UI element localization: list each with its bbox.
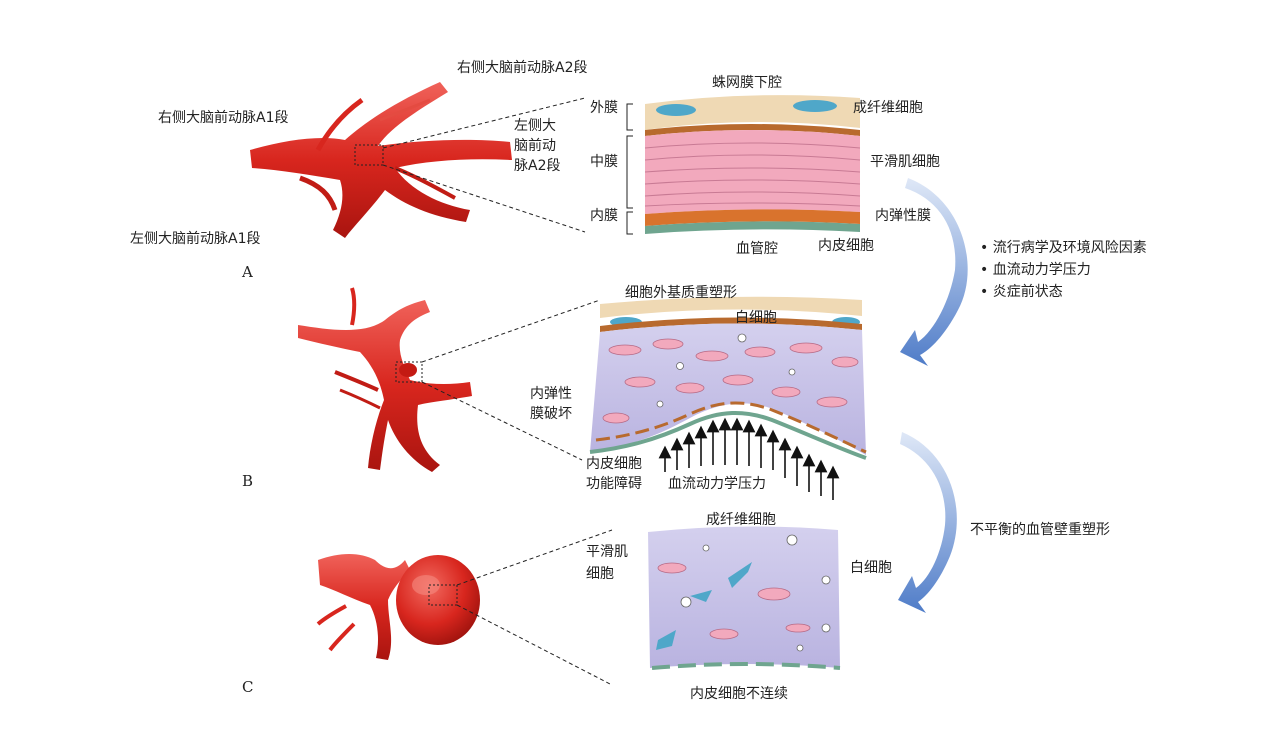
- endothelial-label-a: 内皮细胞: [818, 238, 874, 254]
- subarachnoid-label: 蛛网膜下腔: [712, 75, 782, 91]
- artery-aneurysm-c: C: [242, 529, 613, 696]
- endothelial-dysfunction-line1: 内皮细胞: [586, 456, 642, 472]
- smooth-muscle-label-a: 平滑肌细胞: [870, 153, 940, 170]
- left-a2-label-line1: 左侧大: [514, 118, 556, 134]
- hemodynamic-arrows: [658, 417, 840, 500]
- smooth-muscle-label-c-line2: 细胞: [586, 566, 614, 582]
- aneurysm-sac: [396, 555, 480, 645]
- media-label: 中膜: [590, 154, 618, 170]
- zoom-box-c: [428, 584, 458, 606]
- zoom-box-b: [395, 361, 423, 383]
- lumen-label: 血管腔: [736, 241, 778, 257]
- right-a2-label: 右侧大脑前动脉A2段: [457, 59, 587, 76]
- adventitia-label: 外膜: [590, 100, 618, 116]
- panel-c-letter: C: [242, 678, 253, 696]
- leukocyte-label-c: 白细胞: [850, 560, 892, 576]
- left-a2-label-line2: 脑前动: [514, 137, 556, 154]
- zoom-box-a: [354, 144, 384, 166]
- progression-arrow-1: [900, 178, 968, 366]
- left-a2-label-line3: 脉A2段: [514, 158, 560, 174]
- vessel-wall-normal: 蛛网膜下腔 外膜 成纤维细胞 中膜 平滑肌细胞 内膜 内弹性膜 血管腔 内皮细胞: [590, 75, 940, 257]
- artery-bifurcation-a: 右侧大脑前动脉A2段 右侧大脑前动脉A1段 左侧大 脑前动 脉A2段 左侧大脑前…: [130, 59, 587, 281]
- smooth-muscle-label-c-line1: 平滑肌: [586, 543, 628, 560]
- panel-b-letter: B: [242, 472, 253, 490]
- fibroblast-label-c: 成纤维细胞: [706, 512, 776, 528]
- factor-item: • 血流动力学压力: [980, 262, 1091, 278]
- artery-bifurcation-b: B: [242, 287, 601, 490]
- risk-factor-list: • 流行病学及环境风险因素 • 血流动力学压力 • 炎症前状态: [980, 240, 1147, 300]
- iel-label: 内弹性膜: [875, 208, 931, 224]
- iel-broken-label-line1: 内弹性: [530, 386, 572, 402]
- panel-a-letter: A: [241, 263, 253, 281]
- ecm-label: 细胞外基质重塑形: [625, 284, 737, 301]
- fibroblast-label-a: 成纤维细胞: [853, 100, 923, 116]
- vessel-wall-remodeling: 细胞外基质重塑形 白细胞 内弹性 膜破坏 内皮细胞 功能障碍 血流动力学压力: [530, 284, 867, 500]
- iel-broken-label-line2: 膜破坏: [530, 406, 572, 422]
- endothelial-dysfunction-line2: 功能障碍: [586, 476, 642, 492]
- intima-label: 内膜: [590, 208, 618, 224]
- progression-arrow-2: [898, 432, 957, 613]
- right-a1-label: 右侧大脑前动脉A1段: [158, 109, 288, 126]
- left-a1-label: 左侧大脑前动脉A1段: [130, 230, 260, 247]
- fibroblast-cell: [656, 104, 696, 116]
- fibroblast-cell: [793, 100, 837, 112]
- factor-item: • 炎症前状态: [980, 283, 1063, 300]
- leukocyte-label-b: 白细胞: [735, 310, 777, 326]
- vessel-wall-aneurysm: 成纤维细胞 平滑肌 细胞 白细胞 内皮细胞不连续: [586, 512, 892, 702]
- hemodynamic-stress-label: 血流动力学压力: [668, 476, 766, 492]
- factor-item: • 流行病学及环境风险因素: [980, 240, 1147, 256]
- endothelial-discontinuity-label: 内皮细胞不连续: [690, 685, 788, 702]
- imbalanced-remodeling-label: 不平衡的血管壁重塑形: [970, 522, 1110, 538]
